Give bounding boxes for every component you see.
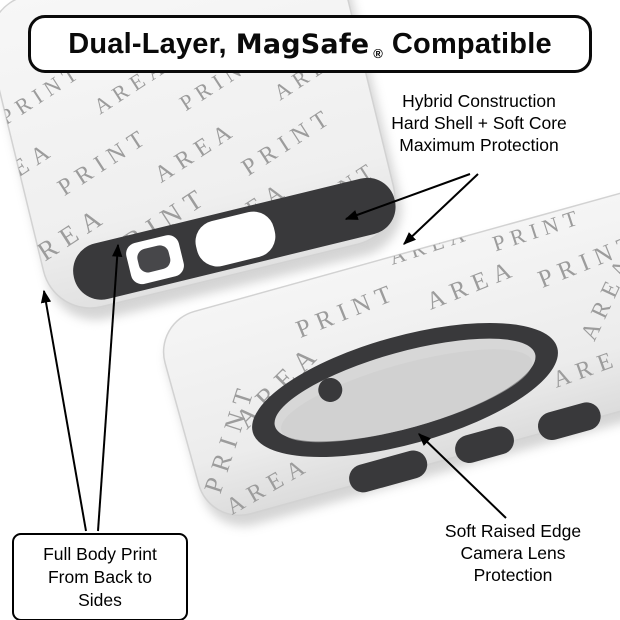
title-magsafe: MagSafe	[235, 28, 370, 60]
port-inner-button	[137, 245, 171, 273]
side-button-middle	[455, 426, 514, 463]
arrow-fullbody-left	[40, 289, 87, 532]
callout-line: Full Body Print	[43, 544, 157, 564]
callout-hybrid-construction: Hybrid Construction Hard Shell + Soft Co…	[365, 90, 593, 156]
bottom-phone-case: AREA PRINT AREA PRINT AREA PRINT PRINT A…	[162, 144, 620, 521]
callout-full-body-print: Full Body Print From Back to Sides	[12, 533, 188, 620]
arrow-hybrid-left	[344, 173, 471, 220]
arrow-camera	[418, 433, 507, 519]
arrow-fullbody-right	[97, 243, 123, 532]
callout-camera-protection: Soft Raised Edge Camera Lens Protection	[419, 520, 607, 586]
camera-recess-shade	[281, 349, 533, 443]
callout-line: Maximum Protection	[399, 135, 559, 156]
side-button-power	[537, 402, 601, 441]
title-compatible: Compatible	[391, 27, 552, 60]
title-dual-layer: Dual-Layer,	[68, 27, 227, 60]
callout-line: Hybrid Construction	[402, 91, 556, 111]
callout-arrows	[40, 173, 507, 532]
large-port-cutout	[195, 211, 276, 267]
callout-line: Sides	[78, 589, 122, 610]
callout-line: Protection	[473, 565, 553, 586]
callout-line: Camera Lens	[460, 543, 566, 564]
callout-line: Soft Raised Edge	[444, 521, 582, 541]
side-button-volume	[349, 450, 428, 493]
camera-lens-hole	[318, 377, 343, 402]
arrow-hybrid-right	[403, 173, 479, 245]
callout-line: From Back to	[47, 566, 153, 587]
callout-line: Hard Shell + Soft Core	[391, 113, 567, 134]
title-banner: Dual-Layer, MagSafe ® Compatible	[28, 15, 592, 73]
registered-trademark-symbol: ®	[373, 45, 383, 61]
